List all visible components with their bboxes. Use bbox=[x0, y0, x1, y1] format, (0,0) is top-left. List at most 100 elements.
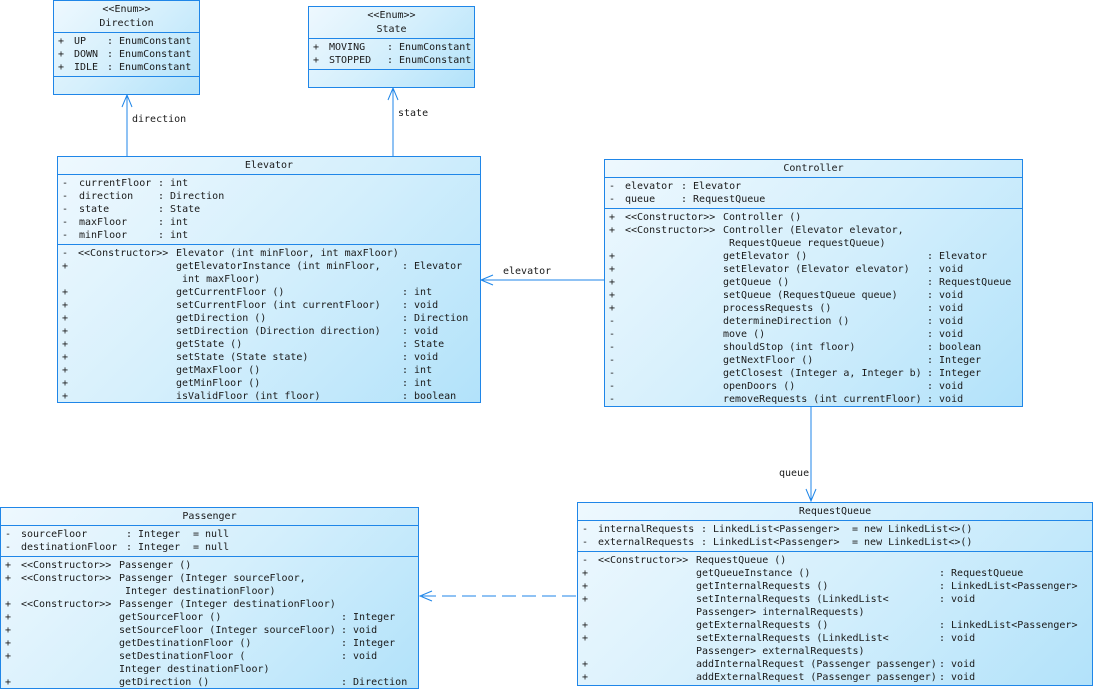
method-row[interactable]: +getDirection (): Direction bbox=[1, 676, 418, 689]
method-signature: int maxFloor) bbox=[176, 274, 261, 285]
method-row[interactable]: +getElevatorInstance (int minFloor,: Ele… bbox=[58, 260, 480, 273]
attribute-row[interactable]: -minFloor: int bbox=[58, 229, 480, 242]
class-state[interactable]: <<Enum>>State+MOVING: EnumConstant+STOPP… bbox=[308, 6, 475, 88]
method-return-type: : Elevator bbox=[927, 251, 988, 262]
visibility: - bbox=[609, 381, 616, 392]
attributes-compartment: +MOVING: EnumConstant+STOPPED: EnumConst… bbox=[309, 39, 474, 70]
attribute-row[interactable]: +DOWN: EnumConstant bbox=[54, 48, 199, 61]
visibility: + bbox=[582, 672, 589, 683]
method-row[interactable]: +setState (State state): void bbox=[58, 351, 480, 364]
attribute-type: : EnumConstant bbox=[387, 42, 472, 53]
method-row[interactable]: +<<Constructor>>Passenger (Integer desti… bbox=[1, 598, 418, 611]
method-row[interactable]: +setSourceFloor (Integer sourceFloor): v… bbox=[1, 624, 418, 637]
class-requestqueue[interactable]: RequestQueue-internalRequests: LinkedLis… bbox=[577, 502, 1093, 686]
method-row[interactable]: +getDestinationFloor (): Integer bbox=[1, 637, 418, 650]
method-row[interactable]: +getQueue (): RequestQueue bbox=[605, 276, 1022, 289]
attribute-row[interactable]: +MOVING: EnumConstant bbox=[309, 41, 474, 54]
method-row[interactable]: +getQueueInstance (): RequestQueue bbox=[578, 567, 1092, 580]
method-return-type: : boolean bbox=[927, 342, 982, 353]
method-row[interactable]: +setExternalRequests (LinkedList<: void bbox=[578, 632, 1092, 645]
method-row-continuation[interactable]: RequestQueue requestQueue) bbox=[605, 237, 1022, 250]
method-return-type: : Integer bbox=[341, 638, 396, 649]
method-signature: Controller (Elevator elevator, bbox=[723, 225, 904, 236]
method-row[interactable]: +getMinFloor (): int bbox=[58, 377, 480, 390]
method-row[interactable]: -getClosest (Integer a, Integer b): Inte… bbox=[605, 367, 1022, 380]
attribute-row[interactable]: -state: State bbox=[58, 203, 480, 216]
method-row[interactable]: +addInternalRequest (Passenger passenger… bbox=[578, 658, 1092, 671]
method-row[interactable]: +getElevator (): Elevator bbox=[605, 250, 1022, 263]
method-signature: getDestinationFloor () bbox=[119, 638, 252, 649]
method-row[interactable]: -move (): void bbox=[605, 328, 1022, 341]
method-signature: RequestQueue () bbox=[696, 555, 787, 566]
attribute-type: : int bbox=[158, 230, 189, 241]
method-row[interactable]: -<<Constructor>>Elevator (int minFloor, … bbox=[58, 247, 480, 260]
attribute-row[interactable]: -destinationFloor: Integer= null bbox=[1, 541, 418, 554]
method-row-continuation[interactable]: Passenger> internalRequests) bbox=[578, 606, 1092, 619]
visibility: - bbox=[62, 191, 69, 202]
method-row[interactable]: -getNextFloor (): Integer bbox=[605, 354, 1022, 367]
method-row[interactable]: -openDoors (): void bbox=[605, 380, 1022, 393]
method-row[interactable]: +setCurrentFloor (int currentFloor): voi… bbox=[58, 299, 480, 312]
method-row[interactable]: +setElevator (Elevator elevator): void bbox=[605, 263, 1022, 276]
class-name: Elevator bbox=[244, 160, 294, 171]
method-row[interactable]: +<<Constructor>>Passenger (Integer sourc… bbox=[1, 572, 418, 585]
methods-compartment bbox=[309, 70, 474, 74]
attribute-row[interactable]: +STOPPED: EnumConstant bbox=[309, 54, 474, 67]
method-row[interactable]: +setInternalRequests (LinkedList<: void bbox=[578, 593, 1092, 606]
method-signature: removeRequests (int currentFloor) bbox=[723, 394, 922, 405]
method-row[interactable]: +<<Constructor>>Controller () bbox=[605, 211, 1022, 224]
attribute-row[interactable]: -maxFloor: int bbox=[58, 216, 480, 229]
method-row[interactable]: +processRequests (): void bbox=[605, 302, 1022, 315]
attribute-row[interactable]: -sourceFloor: Integer= null bbox=[1, 528, 418, 541]
method-row[interactable]: +getInternalRequests (): LinkedList<Pass… bbox=[578, 580, 1092, 593]
attribute-row[interactable]: +UP: EnumConstant bbox=[54, 35, 199, 48]
method-row-continuation[interactable]: int maxFloor) bbox=[58, 273, 480, 286]
attribute-row[interactable]: -direction: Direction bbox=[58, 190, 480, 203]
method-return-type: : State bbox=[402, 339, 445, 350]
class-elevator[interactable]: Elevator -currentFloor: int-direction: Di… bbox=[57, 156, 481, 403]
method-row[interactable]: +addExternalRequest (Passenger passenger… bbox=[578, 671, 1092, 684]
method-row[interactable]: +getMaxFloor (): int bbox=[58, 364, 480, 377]
method-row[interactable]: +setDestinationFloor (: void bbox=[1, 650, 418, 663]
method-row-continuation[interactable]: Integer destinationFloor) bbox=[1, 585, 418, 598]
class-header: Passenger bbox=[1, 508, 418, 526]
method-row[interactable]: +setQueue (RequestQueue queue): void bbox=[605, 289, 1022, 302]
attribute-row[interactable]: +IDLE: EnumConstant bbox=[54, 61, 199, 74]
attribute-row[interactable]: -currentFloor: int bbox=[58, 177, 480, 190]
method-signature: shouldStop (int floor) bbox=[723, 342, 856, 353]
method-row[interactable]: +getState (): State bbox=[58, 338, 480, 351]
method-stereotype: <<Constructor>> bbox=[625, 212, 716, 223]
method-signature: setInternalRequests (LinkedList< bbox=[696, 594, 889, 605]
attribute-row[interactable]: -elevator: Elevator bbox=[605, 180, 1022, 193]
method-row[interactable]: -shouldStop (int floor): boolean bbox=[605, 341, 1022, 354]
attribute-type: : EnumConstant bbox=[107, 62, 192, 73]
class-stereotype: <<Enum>> bbox=[102, 4, 151, 15]
attribute-row[interactable]: -externalRequests: LinkedList<Passenger>… bbox=[578, 536, 1092, 549]
method-row[interactable]: +getDirection (): Direction bbox=[58, 312, 480, 325]
method-row[interactable]: +<<Constructor>>Controller (Elevator ele… bbox=[605, 224, 1022, 237]
relation-label-direction: direction bbox=[132, 114, 187, 125]
method-row[interactable]: +setDirection (Direction direction): voi… bbox=[58, 325, 480, 338]
attribute-row[interactable]: -internalRequests: LinkedList<Passenger>… bbox=[578, 523, 1092, 536]
method-row[interactable]: +isValidFloor (int floor): boolean bbox=[58, 390, 480, 403]
methods-compartment: +<<Constructor>>Controller ()+<<Construc… bbox=[605, 209, 1022, 408]
class-direction[interactable]: <<Enum>>Direction+UP: EnumConstant+DOWN:… bbox=[53, 0, 200, 95]
class-header: Elevator bbox=[58, 157, 480, 175]
method-row[interactable]: +<<Constructor>>Passenger () bbox=[1, 559, 418, 572]
attribute-name: sourceFloor bbox=[21, 529, 88, 540]
method-row[interactable]: -removeRequests (int currentFloor): void bbox=[605, 393, 1022, 406]
method-row[interactable]: -<<Constructor>>RequestQueue () bbox=[578, 554, 1092, 567]
method-row[interactable]: +getSourceFloor (): Integer bbox=[1, 611, 418, 624]
method-row[interactable]: +getCurrentFloor (): int bbox=[58, 286, 480, 299]
class-controller[interactable]: Controller-elevator: Elevator-queue: Req… bbox=[604, 159, 1023, 407]
method-row-continuation[interactable]: Passenger> externalRequests) bbox=[578, 645, 1092, 658]
class-header: Controller bbox=[605, 160, 1022, 178]
attribute-row[interactable]: -queue: RequestQueue bbox=[605, 193, 1022, 206]
attributes-compartment: -elevator: Elevator-queue: RequestQueue bbox=[605, 178, 1022, 209]
method-row[interactable]: -determineDirection (): void bbox=[605, 315, 1022, 328]
visibility: + bbox=[582, 620, 589, 631]
method-row[interactable]: +getExternalRequests (): LinkedList<Pass… bbox=[578, 619, 1092, 632]
class-passenger[interactable]: Passenger -sourceFloor: Integer= null-des… bbox=[0, 507, 419, 689]
method-signature: getQueue () bbox=[723, 277, 790, 288]
method-row-continuation[interactable]: Integer destinationFloor) bbox=[1, 663, 418, 676]
